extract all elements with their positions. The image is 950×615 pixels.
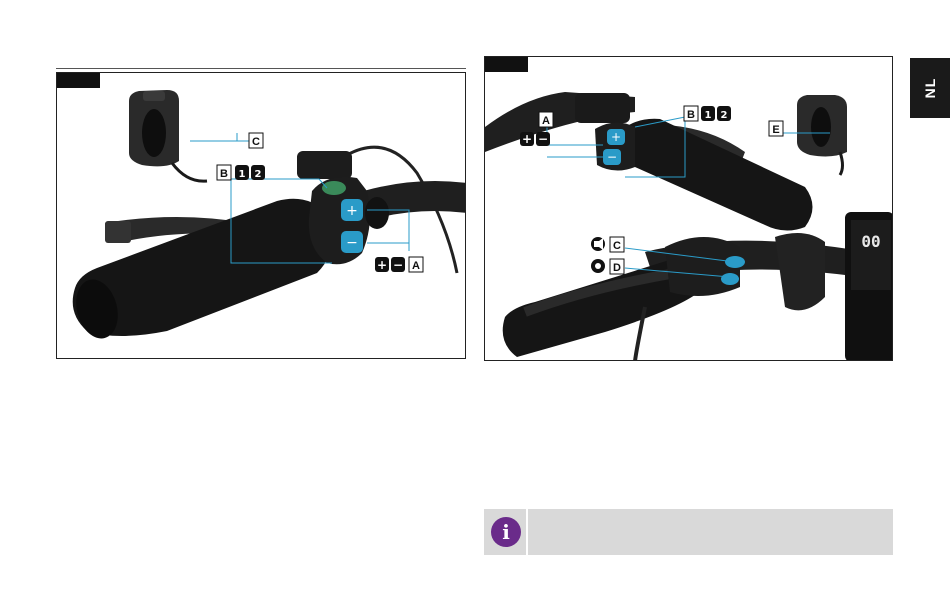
fig1-label-c-text: C <box>252 136 260 148</box>
svg-text:+: + <box>346 203 358 219</box>
minus-icon: − <box>538 132 548 146</box>
assist-icon-2: 2 <box>255 169 262 180</box>
header-rule <box>56 68 466 69</box>
display-speed: 00 <box>861 232 880 251</box>
assist-icon-1: 1 <box>239 169 246 180</box>
figure-1: + − C B 1 2 + <box>56 72 466 359</box>
svg-text:+: + <box>611 130 621 144</box>
fig2-label-b: B 1 2 <box>684 106 731 121</box>
assist-icon-2: 2 <box>721 110 728 121</box>
figure-2: + − 00 A <box>484 56 893 361</box>
info-icon: i <box>491 517 521 547</box>
language-tab: NL <box>910 58 950 118</box>
fig2-label-c: C <box>591 237 624 252</box>
fig1-label-a-text: A <box>412 260 420 272</box>
assist-icon-1: 1 <box>705 110 712 121</box>
fig1-label-c: C <box>249 133 263 148</box>
plus-icon: + <box>522 132 532 146</box>
fig2-label-e: E <box>769 121 783 136</box>
figure-1-illustration: + − C B 1 2 + <box>57 73 466 359</box>
fig1-label-a: + − A <box>375 257 423 272</box>
fig2-label-b-text: B <box>687 109 695 121</box>
svg-text:−: − <box>346 235 358 251</box>
fig2-label-d-text: D <box>613 262 621 274</box>
fig1-label-b: B 1 2 <box>217 165 265 180</box>
fig2-label-a-text: A <box>542 115 550 127</box>
display: 00 <box>845 212 893 361</box>
figure-2-illustration: + − 00 A <box>485 57 893 361</box>
fig2-label-e-text: E <box>772 124 779 136</box>
info-divider <box>526 509 528 555</box>
remote-unit-c-illustration <box>129 90 207 181</box>
language-tab-label: NL <box>922 78 938 99</box>
b-button <box>322 181 346 195</box>
fig2-label-c-text: C <box>613 240 621 252</box>
fig1-label-b-text: B <box>220 168 228 180</box>
plus-icon: + <box>377 258 387 272</box>
minus-icon: − <box>393 258 403 272</box>
fig2-label-d: D <box>591 259 624 274</box>
svg-text:−: − <box>607 150 617 164</box>
info-note: i <box>484 509 893 555</box>
